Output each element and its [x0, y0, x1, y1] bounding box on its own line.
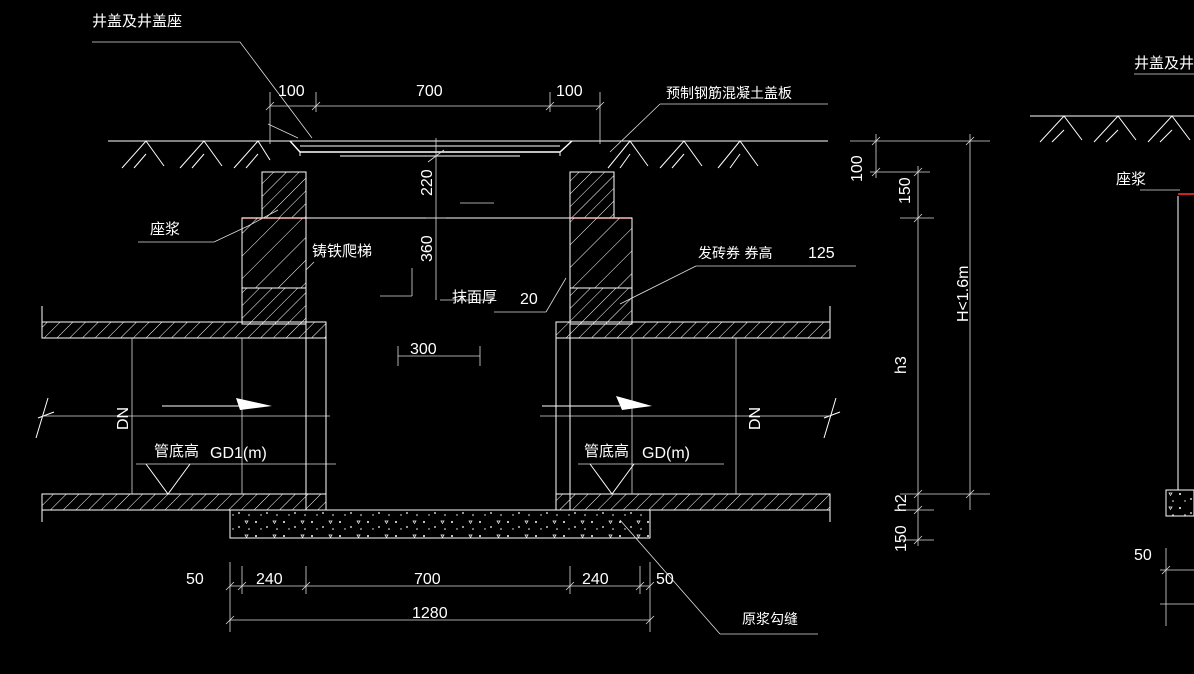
dim-side-150-bottom: 150 — [893, 525, 910, 552]
label-dn-left: DN — [115, 407, 132, 430]
label-plaster-thickness: 抹面厚 — [452, 288, 497, 306]
dim-top-700: 700 — [416, 83, 443, 100]
dim-top-100-right: 100 — [556, 83, 583, 100]
interior-dims — [380, 138, 567, 366]
label-leaders — [92, 41, 856, 635]
dim-top-100-left: 100 — [278, 83, 305, 100]
label-h2: h2 — [893, 494, 910, 512]
label-h-limit: H<1.6m — [955, 266, 972, 322]
label-pipe-invert-left: 管底高 — [154, 442, 199, 460]
label-dn-right: DN — [747, 407, 764, 430]
label-h3: h3 — [893, 356, 910, 374]
dim-bot-240-right: 240 — [582, 571, 609, 588]
dim-bot-50-right: 50 — [656, 571, 674, 588]
label-pipe-invert-right: 管底高 — [584, 442, 629, 460]
dim-side-100: 100 — [849, 155, 866, 182]
dim-side-150: 150 — [897, 177, 914, 204]
label-slurry-ring: 原浆勾缝 — [742, 612, 798, 628]
dim-bot-700: 700 — [414, 571, 441, 588]
dim-bot-50-left: 50 — [186, 571, 204, 588]
dim-plaster-20: 20 — [520, 291, 538, 308]
right-collar — [569, 171, 615, 219]
dim-arch-125: 125 — [808, 245, 835, 262]
label-mortar-bed: 座浆 — [150, 220, 180, 238]
dim-v-360: 360 — [419, 235, 436, 262]
left-pipe — [35, 306, 336, 522]
ground-line — [108, 140, 828, 169]
label-cover-and-seat: 井盖及井盖座 — [92, 12, 182, 30]
right-arch — [569, 287, 633, 325]
dim-v-220: 220 — [419, 169, 436, 196]
label-gd: GD(m) — [642, 445, 690, 462]
side-dimension-column — [850, 134, 990, 546]
dim-second-50: 50 — [1134, 547, 1152, 564]
bottom-dimension-lines — [225, 562, 655, 632]
label-precast-slab: 预制钢筋混凝土盖板 — [666, 85, 792, 102]
right-wall-upper — [569, 217, 633, 289]
left-arch — [241, 287, 307, 325]
label-cover-and-seat-2: 井盖及井盖 — [1134, 54, 1194, 72]
manhole-cover — [289, 140, 573, 157]
dim-bot-240-left: 240 — [256, 571, 283, 588]
top-dimension-line — [265, 92, 605, 144]
label-cast-iron-ladder: 铸铁爬梯 — [312, 242, 372, 260]
flow-arrow-right — [542, 396, 652, 410]
dim-bot-1280: 1280 — [412, 605, 448, 622]
left-wall-upper — [241, 217, 307, 289]
label-gd1: GD1(m) — [210, 445, 267, 462]
label-brick-arch: 发砖券 券高 — [698, 245, 772, 262]
left-collar — [261, 171, 307, 219]
second-drawing-partial — [1030, 73, 1194, 626]
base-concrete — [229, 509, 651, 539]
dim-inner-300: 300 — [410, 341, 437, 358]
right-pipe — [540, 306, 841, 522]
label-mortar-bed-2: 座浆 — [1116, 170, 1146, 188]
flow-arrow-left — [162, 398, 272, 410]
